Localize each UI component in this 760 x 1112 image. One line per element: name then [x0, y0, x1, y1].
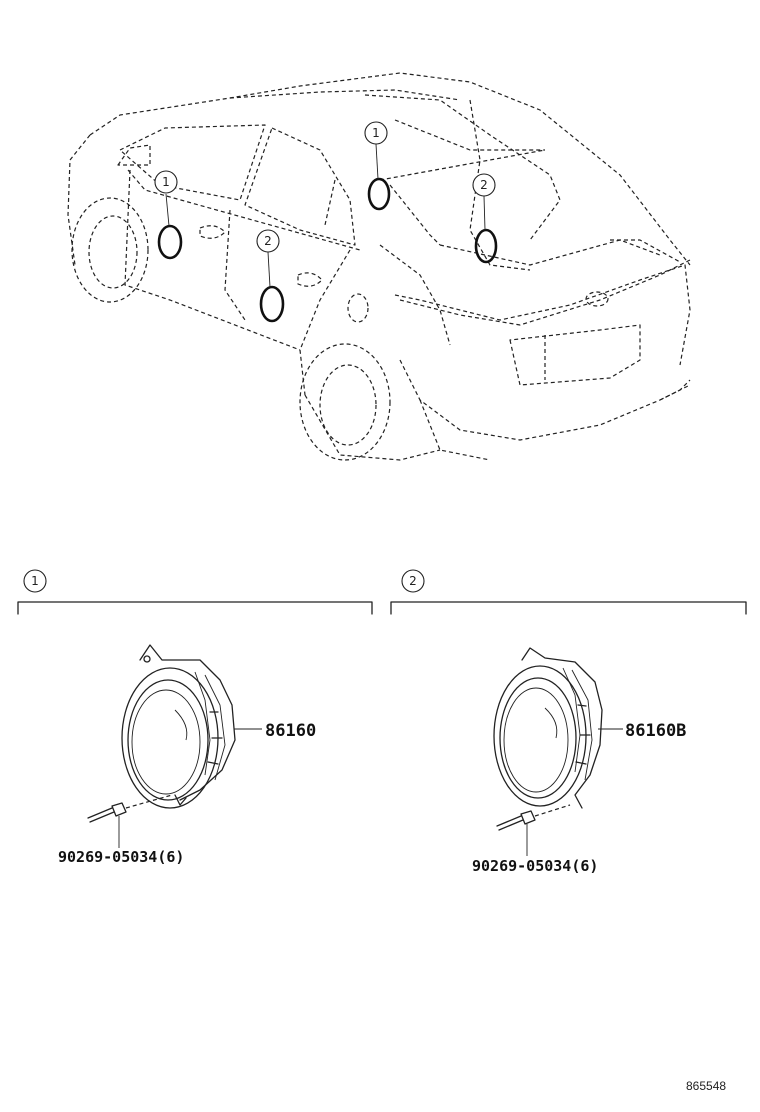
- section-2: 2 86160B 90269-05034(6): [390, 569, 747, 875]
- svg-text:1: 1: [31, 574, 39, 588]
- section-1: 1 86160 90269-05034(6): [17, 569, 373, 866]
- svg-text:2: 2: [480, 178, 488, 192]
- part-number-86160B: 86160B: [625, 721, 686, 741]
- bolt-2-drawing: [496, 804, 571, 856]
- vehicle-illustration: 1 2 1 2: [67, 72, 691, 461]
- section-1-bracket: [17, 601, 373, 615]
- bolt-part-number-2: 90269-05034(6): [472, 857, 598, 875]
- vehicle-callout-rear-right: 2: [472, 173, 496, 197]
- section-2-callout: 2: [401, 569, 425, 593]
- speaker-86160-drawing: [121, 644, 262, 809]
- speaker-86160B-drawing: [493, 647, 623, 809]
- svg-text:2: 2: [409, 574, 417, 588]
- svg-text:2: 2: [264, 234, 272, 248]
- location-ring-rear-left: [259, 285, 285, 323]
- location-ring-front-right: [367, 177, 391, 211]
- diagram-reference-id: 865548: [686, 1079, 726, 1093]
- svg-text:1: 1: [372, 126, 380, 140]
- section-2-bracket: [390, 601, 747, 615]
- vehicle-callout-front-left: 1: [154, 170, 178, 194]
- section-1-callout: 1: [23, 569, 47, 593]
- part-number-86160: 86160: [265, 721, 316, 741]
- location-ring-rear-right: [474, 228, 498, 264]
- location-ring-front-left: [157, 224, 183, 260]
- vehicle-callout-front-right: 1: [364, 121, 388, 145]
- svg-text:1: 1: [162, 175, 170, 189]
- bolt-1-drawing: [87, 794, 173, 848]
- bolt-part-number-1: 90269-05034(6): [58, 848, 184, 866]
- vehicle-callout-rear-left: 2: [256, 229, 280, 253]
